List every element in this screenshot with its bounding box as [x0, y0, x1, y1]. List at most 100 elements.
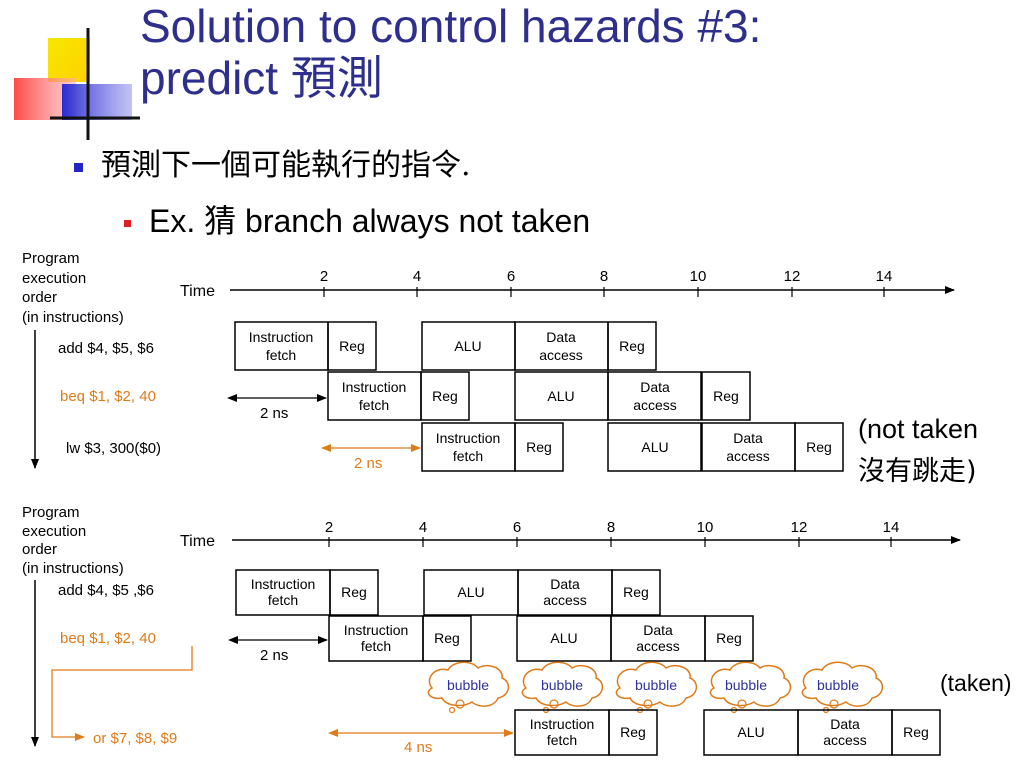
- pipeline-row: [327, 371, 751, 421]
- stage-label: Reg: [432, 388, 458, 404]
- stage-label: Data: [546, 329, 576, 345]
- stage-label: Data: [643, 622, 673, 638]
- title-line-2: predict 預測: [140, 52, 383, 104]
- pipeline-row: [328, 615, 754, 662]
- stage-label: access: [636, 638, 680, 654]
- stage-label: access: [726, 448, 770, 464]
- stage-label: Instruction: [342, 379, 407, 395]
- stage-label: access: [539, 347, 583, 363]
- stage-mem-box: [607, 371, 702, 421]
- pipeline-row: [421, 422, 844, 472]
- stage-label: Instruction: [251, 576, 316, 592]
- bubble: bubble: [427, 661, 510, 714]
- stage-label: access: [823, 732, 867, 748]
- axis-label-line-3: order: [22, 541, 57, 558]
- tick-label: 12: [791, 519, 808, 536]
- instruction-label: or $7, $8, $9: [93, 730, 177, 747]
- red-bullet-icon: [124, 220, 131, 228]
- stage-label: access: [633, 397, 677, 413]
- tick-label: 14: [883, 519, 900, 536]
- tick-label: 8: [607, 519, 615, 536]
- stage-label: Reg: [434, 630, 460, 646]
- stage-label: Reg: [620, 724, 646, 740]
- stage-label: Reg: [619, 338, 645, 354]
- time-label: Time: [180, 533, 215, 550]
- stage-label: Reg: [806, 439, 832, 455]
- bubble: bubble: [801, 661, 884, 714]
- bullet-1: 預測下一個可能執行的指令.: [74, 140, 471, 184]
- stage-label: ALU: [550, 630, 577, 646]
- stage-label: ALU: [547, 388, 574, 404]
- stage-label: Instruction: [530, 716, 595, 732]
- stage-label: fetch: [268, 592, 298, 608]
- axis-label-line-3: order: [22, 289, 57, 306]
- stage-label: Instruction: [249, 329, 314, 345]
- stage-reg-box: [607, 321, 657, 371]
- stage-reg-box: [704, 615, 754, 662]
- tick-label: 12: [784, 268, 801, 285]
- stage-label: Reg: [716, 630, 742, 646]
- interval-label: 2 ns: [354, 455, 382, 472]
- stage-reg-box: [327, 321, 377, 371]
- tick-label: 4: [419, 519, 427, 536]
- axis-label-line-2: execution: [22, 523, 86, 540]
- interval-label: 2 ns: [260, 647, 288, 664]
- stage-label: fetch: [359, 397, 389, 413]
- instruction-label: add $4, $5, $6: [58, 340, 154, 357]
- bubble-label: bubble: [817, 677, 859, 693]
- stage-label: fetch: [453, 448, 483, 464]
- stage-label: Reg: [903, 724, 929, 740]
- bubble-label: bubble: [541, 677, 583, 693]
- stage-label: fetch: [266, 347, 296, 363]
- stage-reg-box: [422, 615, 472, 662]
- bubble-row: bubble bubble bubble bubble: [427, 661, 884, 714]
- stage-label: ALU: [737, 724, 764, 740]
- stage-reg-box: [608, 709, 658, 756]
- time-label: Time: [180, 283, 215, 300]
- pipeline-row: [514, 709, 941, 756]
- bubble-label: bubble: [635, 677, 677, 693]
- tick-label: 6: [513, 519, 521, 536]
- stage-reg-box: [514, 422, 564, 472]
- stage-label: Data: [733, 430, 763, 446]
- bubble: bubble: [709, 661, 792, 714]
- axis-label-line-1: Program: [22, 250, 80, 267]
- stage-reg-box: [611, 569, 661, 616]
- stage-label: Reg: [713, 388, 739, 404]
- stage-label: Data: [550, 576, 580, 592]
- diagram-taken: Program execution order (in instructions…: [22, 504, 1012, 756]
- stage-label: Instruction: [344, 622, 409, 638]
- stage-label: ALU: [641, 439, 668, 455]
- stage-label: ALU: [454, 338, 481, 354]
- time-ticks: 2 4 6 8 10 12 14: [320, 268, 892, 297]
- pipeline-row: [234, 321, 657, 371]
- stage-label: Reg: [623, 584, 649, 600]
- yellow-square: [48, 38, 90, 82]
- axis-label-line-4: (in instructions): [22, 560, 124, 577]
- note-taken: (taken): [940, 670, 1012, 696]
- bubble-label: bubble: [725, 677, 767, 693]
- stage-label: ALU: [457, 584, 484, 600]
- bullet-2-text: Ex. 猜 branch always not taken: [149, 203, 591, 239]
- stage-label: Reg: [341, 584, 367, 600]
- axis-label-line-2: execution: [22, 270, 86, 287]
- branch-target-arrow: [51, 646, 193, 741]
- instruction-label: beq $1, $2, 40: [60, 388, 156, 405]
- bullet-2: Ex. 猜 branch always not taken: [124, 196, 590, 242]
- tick-label: 8: [600, 268, 608, 285]
- interval-label: 2 ns: [260, 405, 288, 422]
- stage-reg-box: [891, 709, 941, 756]
- bullet-1-text: 預測下一個可能執行的指令.: [101, 148, 471, 183]
- stage-reg-box: [794, 422, 844, 472]
- slide-title: Solution to control hazards #3: predict …: [140, 0, 761, 104]
- pipeline-row: [235, 569, 661, 616]
- tick-label: 2: [325, 519, 333, 536]
- stage-reg-box: [420, 371, 470, 421]
- blue-bullet-icon: [74, 162, 83, 172]
- tick-label: 4: [413, 268, 421, 285]
- stage-label: Reg: [526, 439, 552, 455]
- instruction-label: lw $3, 300($0): [66, 440, 161, 457]
- stage-label: Data: [640, 379, 670, 395]
- note-not-taken: (not taken: [858, 414, 978, 444]
